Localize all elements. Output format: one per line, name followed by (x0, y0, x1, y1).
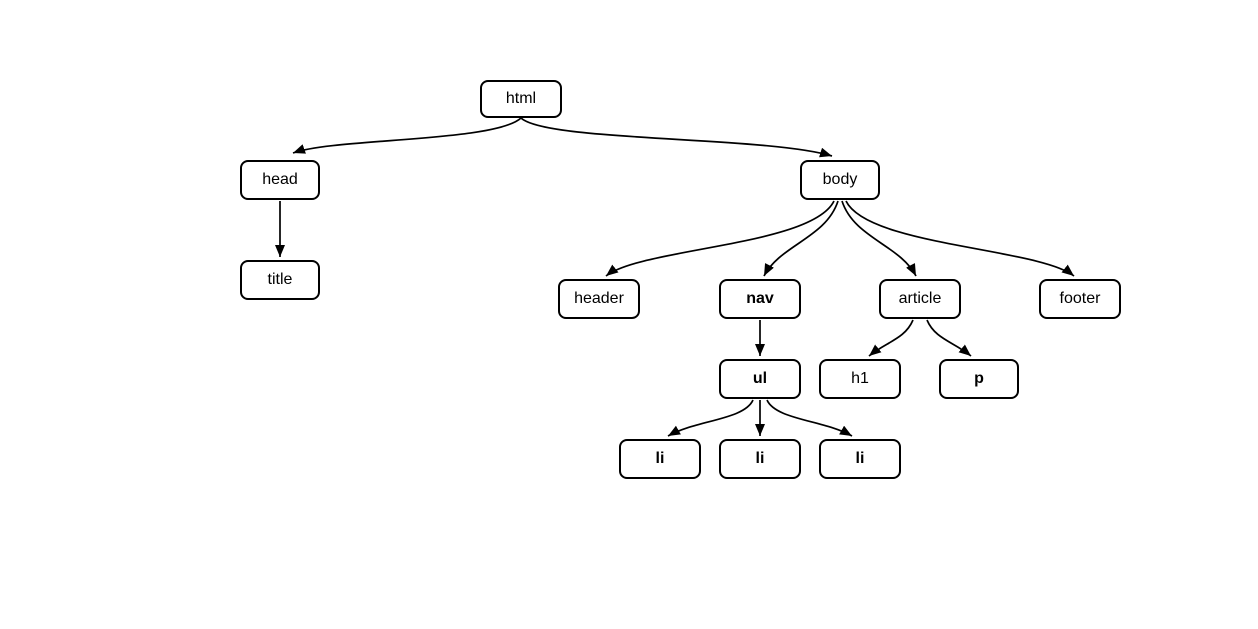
node-html: html (480, 80, 562, 118)
edge-article-to-h1 (868, 319, 914, 357)
node-head: head (240, 160, 320, 200)
node-body: body (800, 160, 880, 200)
node-nav: nav (719, 279, 801, 319)
node-title: title (240, 260, 320, 300)
node-header: header (558, 279, 640, 319)
node-footer: footer (1039, 279, 1121, 319)
node-p: p (939, 359, 1019, 399)
node-li-2: li (719, 439, 801, 479)
edge-body-to-header (605, 200, 835, 277)
edge-body-to-article (841, 200, 917, 277)
node-li-3: li (819, 439, 901, 479)
edge-ul-to-li-3 (766, 399, 853, 437)
node-h1: h1 (819, 359, 901, 399)
node-ul: ul (719, 359, 801, 399)
node-article: article (879, 279, 961, 319)
edge-article-to-p (926, 319, 972, 357)
node-li-1: li (619, 439, 701, 479)
edge-html-to-head (292, 117, 522, 154)
edge-ul-to-li-1 (667, 399, 754, 437)
edge-html-to-body (520, 117, 833, 158)
edge-body-to-footer (845, 200, 1075, 277)
edge-body-to-nav (763, 200, 839, 277)
